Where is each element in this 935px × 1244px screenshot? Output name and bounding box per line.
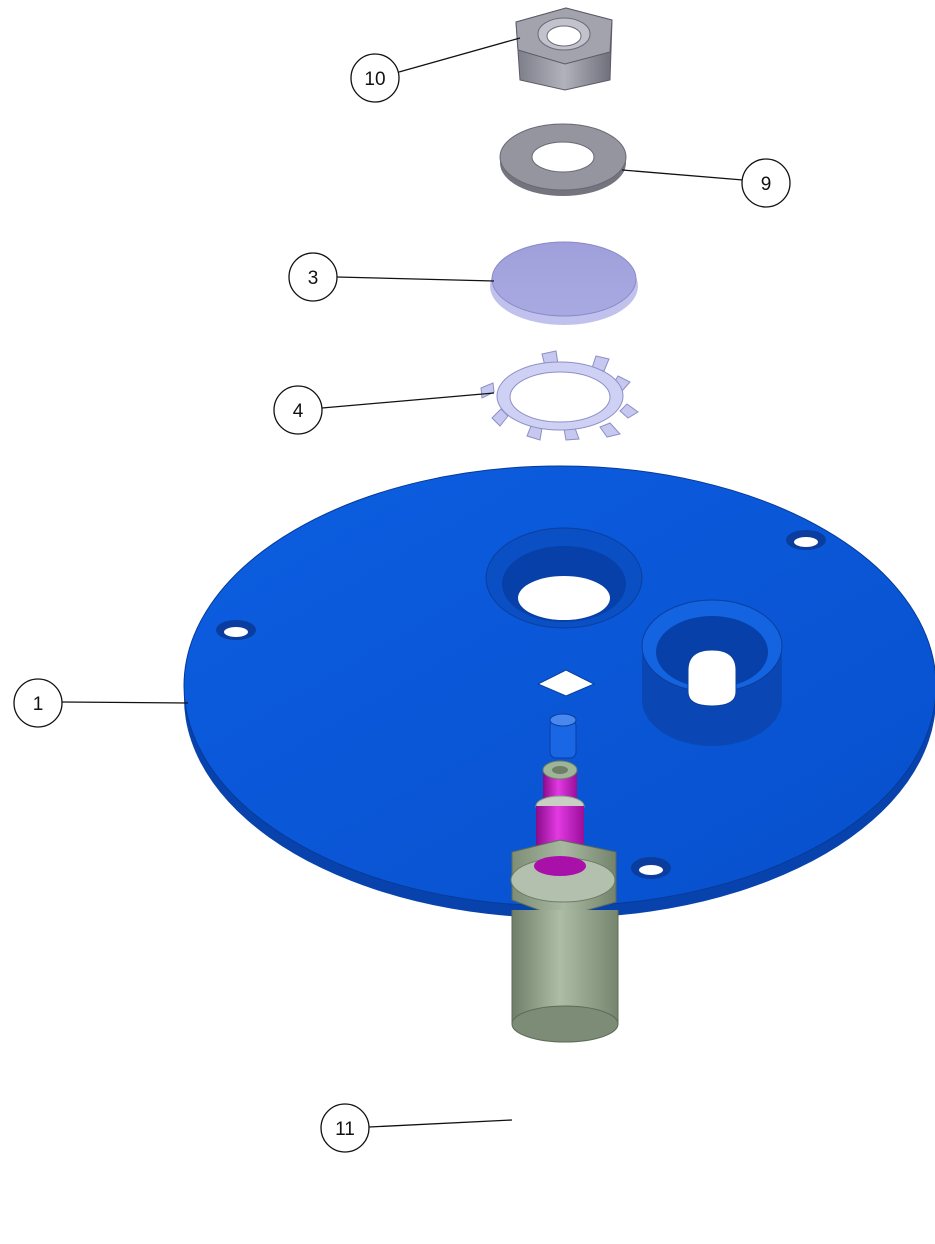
- leader-line-11: [368, 1119, 513, 1128]
- svg-text:11: 11: [335, 1119, 355, 1140]
- base-plate-part-1: [183, 465, 935, 918]
- callout-1: 1: [13, 678, 63, 728]
- callout-4: 4: [273, 385, 323, 435]
- svg-text:10: 10: [364, 69, 385, 90]
- svg-text:4: 4: [293, 401, 304, 422]
- svg-text:9: 9: [761, 174, 772, 195]
- disc-part-3: [490, 241, 638, 325]
- svg-text:1: 1: [33, 694, 44, 715]
- leader-line-10: [398, 37, 521, 73]
- callout-10: 10: [350, 53, 400, 103]
- fitting-part-11: [510, 760, 619, 1043]
- tab-lock-washer-part-4: [480, 350, 639, 441]
- leader-lines: [61, 37, 744, 1128]
- leader-line-3: [336, 276, 495, 282]
- callout-3: 3: [288, 252, 338, 302]
- callout-9: 9: [741, 158, 791, 208]
- raised-boss: [641, 599, 783, 746]
- leader-line-4: [321, 392, 495, 409]
- leader-line-9: [621, 169, 744, 181]
- callout-11: 11: [320, 1103, 370, 1153]
- hex-nut-part-10: [515, 7, 613, 91]
- flat-washer-part-9: [499, 123, 627, 196]
- leader-line-1: [61, 701, 189, 704]
- small-hole: [536, 669, 596, 697]
- svg-text:3: 3: [308, 268, 319, 289]
